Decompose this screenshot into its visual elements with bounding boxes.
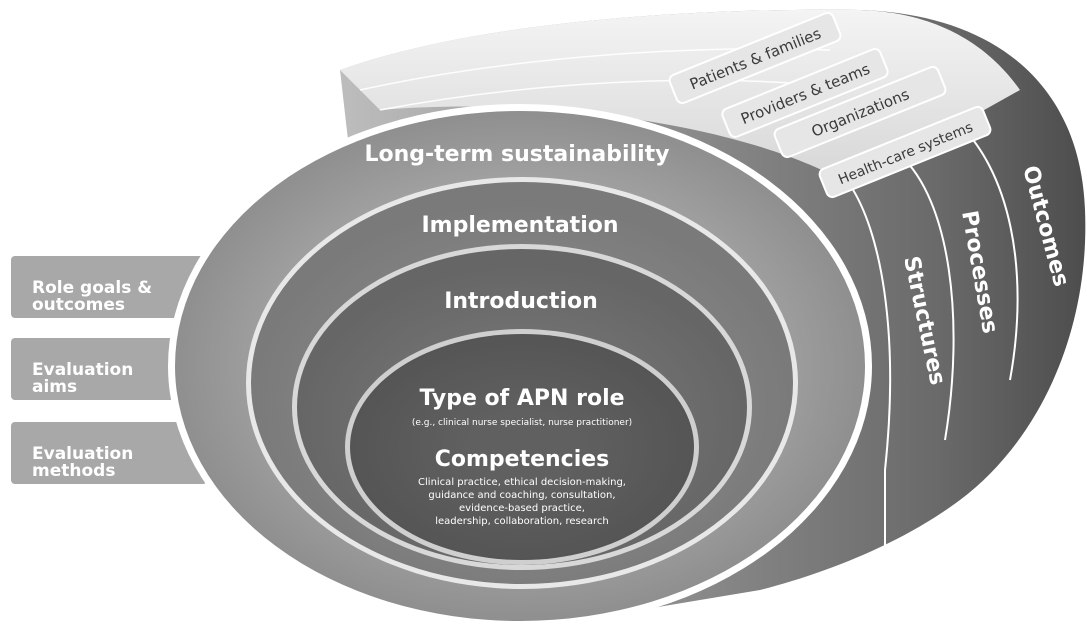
competencies-line: leadership, collaboration, research xyxy=(435,516,608,527)
competencies-line: guidance and coaching, consultation, xyxy=(428,490,615,501)
core-ellipse xyxy=(350,334,694,560)
band-divider-2 xyxy=(899,154,955,441)
tab-role-goals: Role goals & outcomes xyxy=(11,256,207,318)
competencies-title: Competencies xyxy=(435,447,610,472)
tab-evaluation-methods: Evaluation methods xyxy=(11,422,207,484)
role-title: Type of APN role xyxy=(419,386,624,411)
role-example: (e.g., clinical nurse specialist, nurse … xyxy=(412,418,632,428)
band-divider-1 xyxy=(849,184,892,560)
tab-evaluation-aims-label: Evaluation aims xyxy=(32,360,134,397)
band-divider-3 xyxy=(954,119,1019,381)
ring-implementation-label: Implementation xyxy=(421,213,618,238)
competencies-line: evidence-based practice, xyxy=(459,503,585,514)
top-line-2 xyxy=(379,79,821,111)
tab-evaluation-methods-label: Evaluation methods xyxy=(32,444,134,481)
ring-introduction-label: Introduction xyxy=(444,289,598,314)
competencies-line: Clinical practice, ethical decision-maki… xyxy=(418,477,626,488)
ring-long-term-label: Long-term sustainability xyxy=(364,142,669,167)
tab-role-goals-label: Role goals & outcomes xyxy=(32,278,153,315)
